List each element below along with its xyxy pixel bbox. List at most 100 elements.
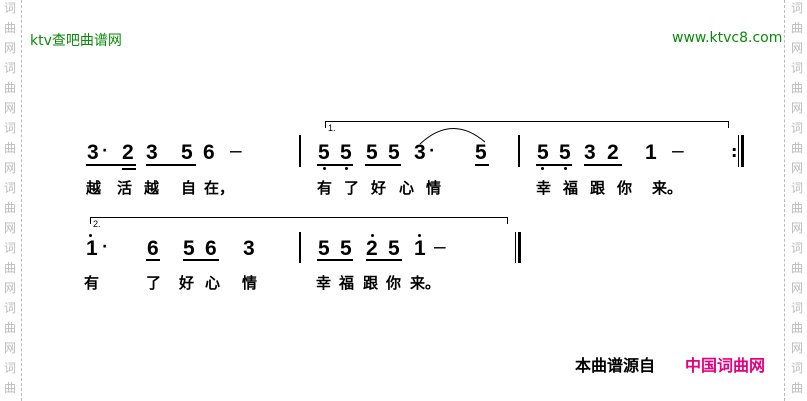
- high-octave-dot: [371, 234, 374, 237]
- lyric: 福: [563, 179, 579, 197]
- underline: [317, 259, 353, 261]
- watermark-char: 曲: [3, 381, 16, 395]
- note: 5: [340, 141, 352, 164]
- volta-bracket-2: [90, 217, 508, 224]
- note: 6: [205, 237, 217, 260]
- lyric: 有: [317, 179, 333, 197]
- dash: –: [230, 139, 242, 162]
- note: 1: [645, 141, 657, 164]
- low-octave-dot: [345, 167, 348, 170]
- underline: [365, 164, 401, 166]
- underline: [584, 164, 622, 166]
- watermark-char: 曲: [3, 21, 16, 35]
- dash: –: [434, 235, 446, 258]
- watermark-char: 网: [3, 341, 16, 355]
- watermark-char: 曲: [790, 81, 803, 95]
- slur: [419, 128, 486, 145]
- lyric: 福: [339, 274, 355, 292]
- note-high: 1: [86, 237, 98, 260]
- underline: [122, 168, 136, 170]
- underline: [366, 259, 402, 261]
- lyric: 心: [399, 179, 415, 197]
- lyric: 有: [84, 274, 100, 292]
- dot: ·: [102, 143, 108, 159]
- lyric: 在，: [204, 179, 235, 197]
- watermark-char: 网: [790, 281, 803, 295]
- watermark-char: 词: [790, 61, 803, 75]
- lyric: 幸: [316, 274, 332, 292]
- volta-bracket-1: [325, 121, 729, 128]
- watermark-char: 网: [790, 41, 803, 55]
- header-site-url[interactable]: www.ktvc8.com: [672, 30, 783, 46]
- note: 6: [147, 237, 159, 260]
- dot: ·: [102, 239, 108, 255]
- lyric: 跟: [590, 179, 606, 197]
- underline: [475, 164, 489, 166]
- underline: [146, 164, 196, 166]
- note: 3: [584, 141, 596, 164]
- watermark-char: 曲: [790, 261, 803, 275]
- note: 5: [366, 141, 378, 164]
- margin-line-right: [784, 0, 785, 401]
- underline: [86, 164, 136, 166]
- watermark-char: 词: [3, 121, 16, 135]
- lyric: 好: [179, 274, 195, 292]
- lyric: 越: [144, 179, 160, 197]
- note: 5: [559, 141, 571, 164]
- watermark-char: 曲: [790, 201, 803, 215]
- note: 3: [146, 141, 158, 164]
- watermark-char: 网: [790, 161, 803, 175]
- note: 5: [475, 141, 487, 164]
- note: 3: [243, 237, 255, 260]
- watermark-char: 曲: [790, 381, 803, 395]
- source-site-link[interactable]: 中国词曲网: [685, 356, 766, 375]
- barline: [518, 135, 520, 167]
- note: 5: [537, 141, 549, 164]
- watermark-char: 网: [790, 101, 803, 115]
- lyric: 情: [242, 274, 258, 292]
- barline: [299, 232, 301, 263]
- lyric: 幸: [536, 179, 552, 197]
- watermark-char: 曲: [3, 201, 16, 215]
- note: 5: [318, 237, 330, 260]
- note: 2: [122, 141, 134, 164]
- note: 5: [181, 141, 193, 164]
- low-octave-dot: [323, 167, 326, 170]
- final-barline-thin: [515, 232, 516, 263]
- lyric: 心: [205, 274, 221, 292]
- lyric: 好: [371, 179, 387, 197]
- note-high: 1: [414, 237, 426, 260]
- lyric: 了: [146, 274, 162, 292]
- watermark-char: 网: [3, 41, 16, 55]
- lyric: 来。: [410, 274, 441, 292]
- watermark-char: 曲: [790, 321, 803, 335]
- watermark-char: 曲: [790, 141, 803, 155]
- lyric: 跟: [363, 274, 379, 292]
- watermark-char: 网: [3, 161, 16, 175]
- watermark-char: 词: [3, 361, 16, 375]
- dash: –: [672, 139, 684, 162]
- volta-label-1: 1.: [328, 123, 336, 133]
- watermark-char: 曲: [3, 81, 16, 95]
- underline: [146, 259, 160, 261]
- note: 6: [203, 141, 215, 164]
- header-site-name: ktv查吧曲谱网: [30, 33, 122, 49]
- note: 5: [318, 141, 330, 164]
- watermark-char: 网: [790, 221, 803, 235]
- note: 3: [414, 141, 426, 164]
- note: 5: [340, 237, 352, 260]
- margin-line-left: [21, 0, 22, 401]
- watermark-char: 网: [3, 101, 16, 115]
- lyric: 活: [117, 179, 133, 197]
- lyric: 自: [181, 179, 197, 197]
- watermark-char: 词: [3, 61, 16, 75]
- note: 5: [388, 141, 400, 164]
- watermark-char: 词: [3, 301, 16, 315]
- final-barline-thick: [518, 232, 521, 263]
- watermark-char: 词: [790, 241, 803, 255]
- watermark-char: 网: [3, 281, 16, 295]
- watermark-char: 网: [790, 341, 803, 355]
- lyric: 了: [344, 179, 360, 197]
- watermark-char: 词: [3, 181, 16, 195]
- watermark-char: 曲: [790, 21, 803, 35]
